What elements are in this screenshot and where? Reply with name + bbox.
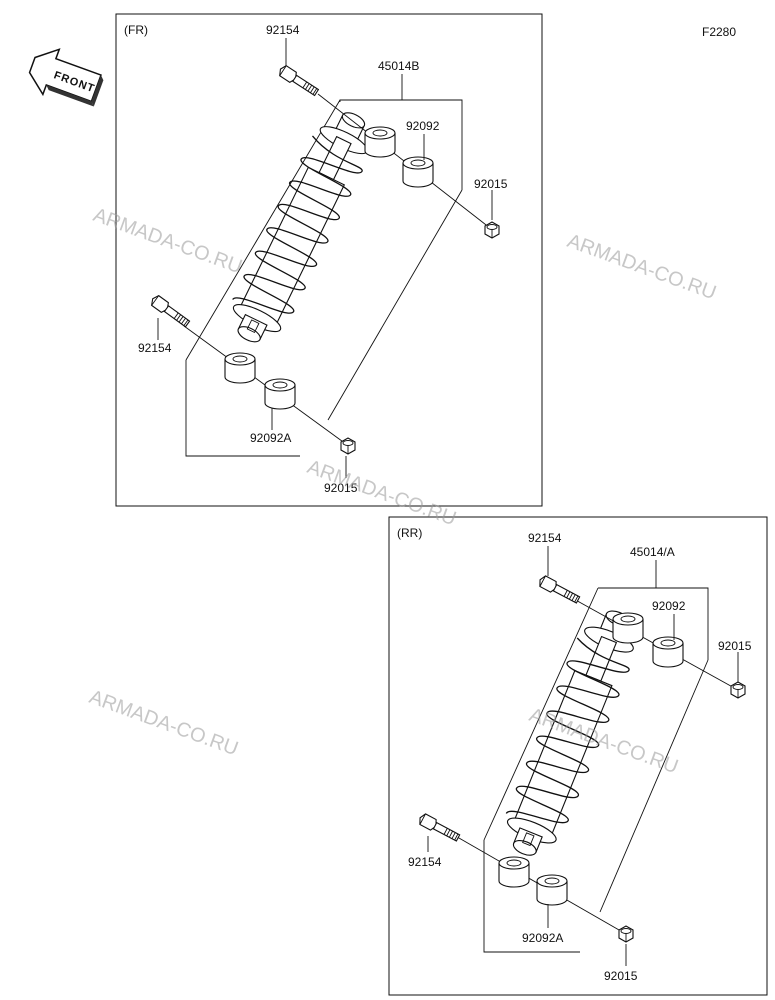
front-bushing-top-2 (402, 156, 434, 188)
assembly-bracket (339, 99, 463, 190)
front-bolt-bottom (148, 293, 192, 330)
rear-bolt-top (536, 573, 582, 606)
front-bushing-top (364, 126, 396, 158)
front-label-bolt-bottom: 92154 (138, 341, 172, 355)
rear-label-bolt-bottom: 92154 (408, 855, 442, 869)
rear-bushing-bottom (498, 856, 530, 888)
watermark: ARMADA-CO.RU (90, 204, 245, 278)
rear-label-assembly: 45014/A (630, 545, 675, 559)
watermark: ARMADA-CO.RU (564, 230, 719, 304)
rear-label-nut-top: 92015 (718, 639, 752, 653)
rear-label-bushing-top: 92092 (652, 599, 686, 613)
rear-bushing-bottom-2 (536, 874, 568, 906)
rear-panel-title: (RR) (397, 526, 422, 540)
rear-panel-frame (388, 516, 768, 996)
front-label-nut-bottom: 92015 (324, 481, 358, 495)
watermark: ARMADA-CO.RU (86, 686, 241, 760)
front-label-nut-top: 92015 (474, 177, 508, 191)
front-arrow-icon: FRONT (28, 48, 104, 107)
front-bushing-bottom (224, 352, 256, 384)
front-label-bushing-top: 92092 (406, 119, 440, 133)
front-nut-bottom (340, 437, 356, 455)
front-panel-title: (FR) (124, 23, 148, 37)
front-nut-top (484, 221, 500, 239)
front-label-bolt-top: 92154 (266, 23, 300, 37)
front-bushing-bottom-2 (264, 378, 296, 410)
front-panel-frame (115, 13, 543, 507)
rear-label-nut-bottom: 92015 (604, 969, 638, 983)
front-panel: (FR) 92154 45014B (115, 13, 543, 507)
rear-label-bolt-top: 92154 (528, 531, 562, 545)
rear-bushing-top-2 (652, 636, 684, 668)
figure-code: F2280 (702, 25, 736, 39)
rear-label-bushing-bottom: 92092A (522, 931, 563, 945)
rear-nut-bottom (618, 925, 634, 943)
front-label-assembly: 45014B (378, 59, 419, 73)
front-shock-absorber (218, 101, 384, 354)
rear-bushing-top (612, 612, 644, 644)
front-bolt-top (276, 63, 321, 99)
rear-bolt-bottom (416, 811, 462, 844)
front-label-bushing-bottom: 92092A (250, 431, 291, 445)
rear-nut-top (730, 681, 746, 699)
rear-panel: (RR) 92154 45014/A 92092 92015 9 (388, 516, 768, 996)
